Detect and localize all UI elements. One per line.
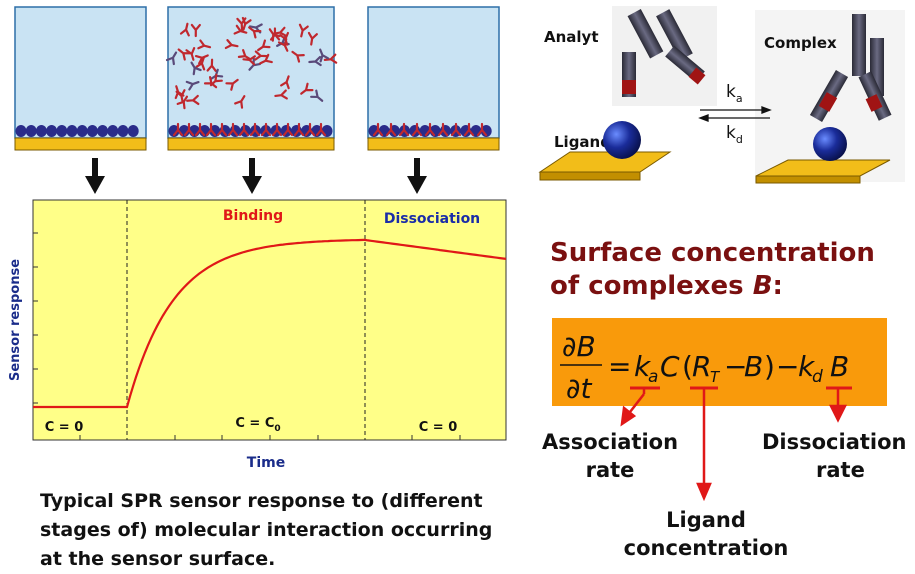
equation-pointers [620,388,848,501]
svg-text:−: − [776,350,799,383]
ligand-bead [56,125,68,137]
binding-scheme: Analyt Complex Ligand ka kd [538,6,905,184]
panel-dissociation [367,6,500,151]
ligand-bead [35,125,47,137]
ligand-surface-left [538,121,672,181]
rate-equation: ∂B ∂t = k a C ( R T − B ) − k d B [552,318,887,406]
svg-text:∂t: ∂t [566,372,592,405]
caption-line: at the sensor surface. [40,548,276,570]
panel-baseline [14,6,147,151]
ligand-bead [66,125,78,137]
panel-binding [165,6,338,151]
ligand-label: Ligand [554,133,611,151]
binding-label: Binding [223,208,283,224]
ligand-bead [86,125,98,137]
svg-text:B: B [744,350,763,383]
y-axis-ticks [33,232,38,404]
down-arrow-icon [85,158,105,194]
c-zero-right: C = 0 [419,420,458,435]
c-zero-left: C = 0 [45,420,84,435]
svg-text:T: T [710,368,721,386]
sensorgram: Binding Dissociation C = 0 C = C0 C = 0 … [8,199,507,471]
svg-text:): ) [764,350,775,383]
dissociation-rate-label: Dissociation rate [762,430,907,482]
analyte-label: Analyt [544,28,599,46]
ligand-bead [117,125,129,137]
svg-text:R: R [692,350,711,383]
caption-line: stages of) molecular interaction occurri… [40,519,493,541]
ligand-bead [15,125,27,137]
figure-caption: Typical SPR sensor response to (differen… [40,487,510,574]
svg-text:C: C [660,350,680,383]
ka-label: ka [726,82,743,105]
caption-line: Typical SPR sensor response to (differen… [40,490,483,512]
ligand-concentration-label: Ligand concentration [623,508,789,560]
complex-label: Complex [764,34,837,52]
complex-surface-right [755,14,892,184]
ligand-bead [25,125,37,137]
ligand-bead [107,125,119,137]
equilibrium-arrows-icon [698,106,772,122]
ligand-bead [127,125,139,137]
svg-text:(: ( [682,350,693,383]
arrow-head-icon [620,405,637,427]
down-arrow-icon [242,158,262,194]
ligand-bead [76,125,88,137]
flow-cell-panels [14,6,500,194]
svg-text:−: − [724,350,747,383]
ligand-bead [368,125,380,137]
svg-text:k: k [634,350,652,383]
association-rate-label: Association rate [541,430,679,482]
title-line: of complexes B: [550,271,783,301]
ligand-bead [168,125,180,137]
kd-label: kd [726,123,743,146]
svg-text:=: = [608,350,631,383]
svg-text:∂B: ∂B [562,330,596,363]
svg-text:B: B [830,350,849,383]
dissociation-label: Dissociation [384,211,480,227]
title-line: Surface concentration [550,238,875,268]
ligand-bead [97,125,109,137]
c-c0-label: C = C0 [235,416,280,434]
arrow-head-icon [828,404,848,423]
x-axis-label: Time [247,455,285,471]
ligand-bead [480,125,492,137]
svg-text:k: k [798,350,816,383]
y-axis-label: Sensor response [8,259,23,381]
arrow-head-icon [696,482,712,501]
ligand-bead [46,125,58,137]
svg-text:d: d [812,367,823,387]
down-arrow-icon [407,158,427,194]
svg-text:a: a [648,367,658,387]
surface-concentration-title: Surface concentration of complexes B: [550,237,875,303]
response-curve [33,238,507,409]
analyte-antibody-icon [622,9,706,97]
x-axis-ticks [79,435,461,440]
